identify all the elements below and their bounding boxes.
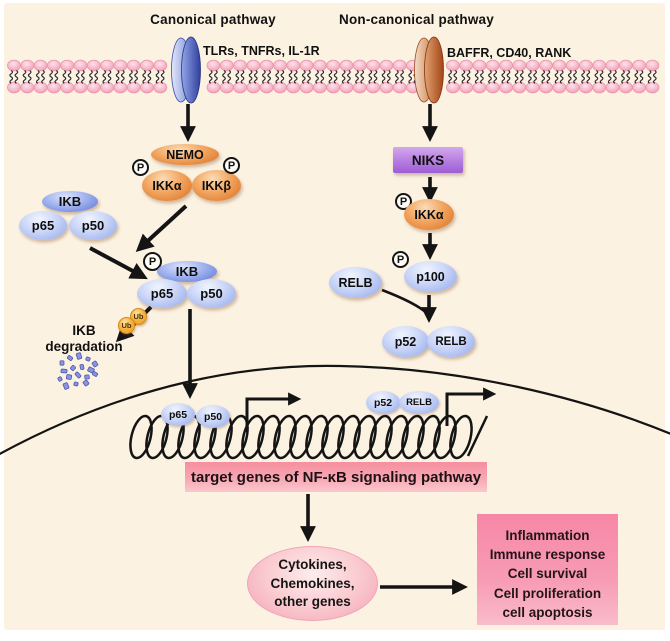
phospho-badge: P <box>392 251 409 268</box>
ikb-degradation-label: IKB degradation <box>28 323 140 355</box>
ubiquitin-badge: Ub <box>130 308 147 325</box>
noncanonical-pathway-title: Non-canonical pathway <box>339 12 494 27</box>
gene-products-line1: Cytokines, <box>278 557 347 572</box>
protein-nemo: NEMO <box>151 144 219 165</box>
effect-line4: Cell proliferation <box>493 585 602 601</box>
protein-niks: NIKS <box>393 147 463 173</box>
effect-line3: Cell survival <box>507 566 588 582</box>
target-genes-banner: target genes of NF-κB signaling pathway <box>185 462 487 492</box>
protein-p50: p50 <box>187 279 236 308</box>
protein-relb: RELB <box>329 267 382 298</box>
protein-ikk-beta: IKKβ <box>192 170 241 201</box>
phospho-badge: P <box>143 252 162 271</box>
canonical-pathway-title: Canonical pathway <box>150 12 276 27</box>
canonical-receptors-label: TLRs, TNFRs, IL-1R <box>203 44 320 58</box>
effect-line2: Immune response <box>489 547 606 563</box>
nuclear-protein-p65: p65 <box>161 403 195 426</box>
phospho-badge: P <box>132 159 149 176</box>
nuclear-protein-p50: p50 <box>196 405 230 428</box>
gene-products-line2: Chemokines, <box>270 575 355 591</box>
gene-products-line3: other genes <box>274 594 351 609</box>
protein-p100: p100 <box>404 261 457 292</box>
protein-ikb: IKB <box>42 191 98 212</box>
protein-relb: RELB <box>427 326 475 357</box>
phospho-badge: P <box>223 157 240 174</box>
protein-p65: p65 <box>19 211 67 240</box>
effect-line1: Inflammation <box>505 528 590 543</box>
effect-line5: cell apoptosis <box>502 604 593 620</box>
protein-p65: p65 <box>137 279 187 308</box>
biological-effects-box: Inflammation Immune response Cell surviv… <box>477 514 618 625</box>
protein-ikk-alpha: IKKα <box>142 170 192 201</box>
protein-p50: p50 <box>69 211 117 240</box>
protein-ikk-alpha-noncanonical: IKKα <box>404 199 454 230</box>
nuclear-protein-relb: RELB <box>399 391 439 414</box>
noncanonical-receptors-label: BAFFR, CD40, RANK <box>447 46 572 60</box>
ikb-degradation-line2: degradation <box>45 339 123 354</box>
nuclear-protein-p52: p52 <box>366 391 400 414</box>
protein-p52: p52 <box>382 326 429 357</box>
gene-products-ellipse: Cytokines, Chemokines, other genes <box>247 546 378 621</box>
protein-ikb-phosphorylated: IKB <box>157 261 217 282</box>
ubiquitin-badge: Ub <box>118 317 135 334</box>
ikb-degradation-line1: IKB <box>72 323 96 338</box>
